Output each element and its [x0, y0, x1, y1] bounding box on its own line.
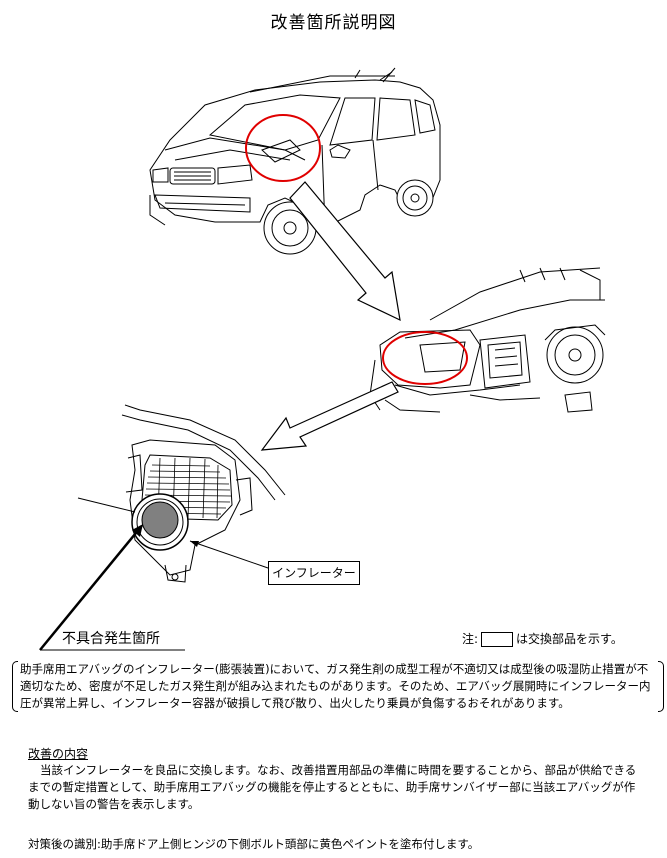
- pointer-line: [77, 497, 136, 513]
- airbag-module-illustration: [121, 404, 286, 583]
- vehicle-illustration: [149, 67, 441, 255]
- highlight-circle-vehicle: [245, 114, 321, 182]
- legend-suffix: は交換部品を示す。: [516, 632, 623, 646]
- arrow-icon: [260, 381, 399, 451]
- arrowhead-icon: [132, 524, 143, 537]
- defect-description: 助手席用エアバッグのインフレーター(膨張装置)において、ガス発生剤の成型工程が不…: [12, 661, 664, 712]
- page-title: 改善箇所説明図: [270, 13, 397, 33]
- arrow-icon: [289, 181, 401, 322]
- identification-note: 対策後の識別:助手席ドア上側ヒンジの下側ボルト頭部に黄色ペイントを塗布付します。: [28, 837, 480, 851]
- fix-body: 当該インフレーターを良品に交換します。なお、改善措置用部品の準備に時間を要するこ…: [28, 763, 637, 811]
- legend-prefix: 注:: [462, 632, 479, 646]
- arrowhead-icon: [190, 541, 199, 547]
- defect-pointer-line: [39, 527, 141, 651]
- defect-location-label: 不具合発生箇所: [62, 631, 160, 647]
- highlight-circle-dashboard: [382, 331, 468, 385]
- dashboard-illustration: [369, 267, 606, 413]
- inflator-part: [141, 501, 179, 539]
- fix-heading: 改善の内容: [28, 747, 89, 761]
- inflator-label: インフレーター: [268, 561, 360, 585]
- legend-swatch: [481, 632, 514, 647]
- replacement-legend: 注: は交換部品を示す。: [462, 630, 623, 647]
- inflator-pointer-line: [189, 540, 269, 569]
